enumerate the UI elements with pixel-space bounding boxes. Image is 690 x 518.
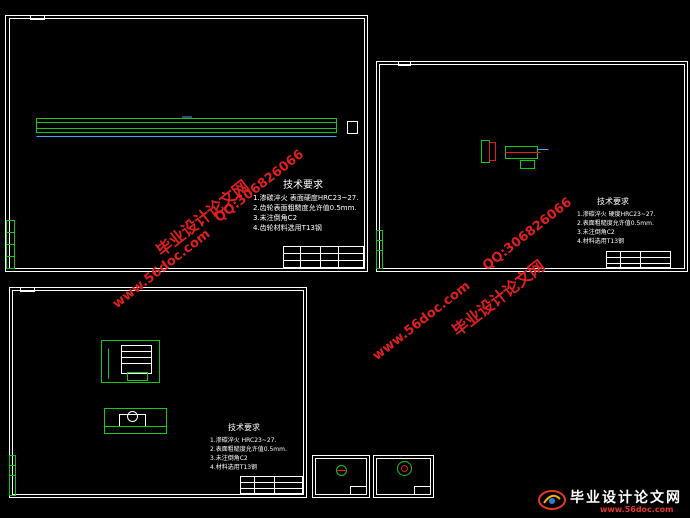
requirements-bottom-left: 技术要求 1.渗碳淬火 HRC23~27. 2.表面粗糙度允许值0.5mm. 3…	[210, 422, 287, 471]
shaft-part[interactable]	[36, 116, 337, 137]
sheet-bottom-left[interactable]	[9, 287, 307, 498]
requirement-line: 3.未注倒角C2	[253, 214, 298, 222]
brand-logo-icon	[538, 490, 566, 510]
brand-name: 毕业设计论文网	[570, 490, 682, 506]
requirement-line: 2.齿轮表面粗糙度允许值0.5mm.	[253, 204, 357, 212]
requirement-line: 3.未注倒角C2	[210, 455, 248, 462]
requirements-title: 技术要求	[283, 180, 323, 191]
revision-strip-bottom-left	[9, 455, 16, 496]
requirements-top-left: 技术要求 1.渗碳淬火 表面硬度HRC23~27. 2.齿轮表面粗糙度允许值0.…	[253, 176, 358, 233]
revision-strip-top-right	[376, 230, 383, 269]
requirement-line: 4.材料选用T13钢	[210, 464, 258, 471]
requirement-line: 1.渗碳淬火 表面硬度HRC23~27.	[253, 194, 359, 202]
requirement-line: 4.齿轮材料选用T13钢	[253, 224, 322, 232]
revision-strip-top-left	[6, 220, 15, 269]
sheet-top-left[interactable]	[5, 15, 368, 272]
brand-url[interactable]: www.56doc.com	[600, 505, 674, 514]
base-part[interactable]	[104, 408, 167, 434]
requirement-line: 4.材料选用T13钢	[577, 238, 625, 245]
requirements-title: 技术要求	[228, 423, 260, 432]
requirement-line: 3.未注倒角C2	[577, 229, 615, 236]
requirements-title: 技术要求	[597, 197, 629, 206]
requirement-line: 2.表面粗糙度允许值0.5mm.	[577, 220, 654, 227]
motor-part[interactable]	[101, 340, 160, 383]
brand-banner[interactable]: 毕业设计论文网 www.56doc.com	[520, 483, 690, 518]
gear-part[interactable]	[481, 140, 549, 169]
requirement-line: 1.渗碳淬火 硬度HRC23~27.	[577, 211, 656, 218]
requirement-line: 2.表面粗糙度允许值0.5mm.	[210, 446, 287, 453]
sheet-small-2[interactable]	[373, 455, 434, 498]
requirement-line: 1.渗碳淬火 HRC23~27.	[210, 437, 277, 444]
sheet-top-right[interactable]	[376, 61, 688, 272]
sheet-small-1[interactable]	[312, 455, 370, 498]
requirements-top-right: 技术要求 1.渗碳淬火 硬度HRC23~27. 2.表面粗糙度允许值0.5mm.…	[577, 196, 655, 245]
